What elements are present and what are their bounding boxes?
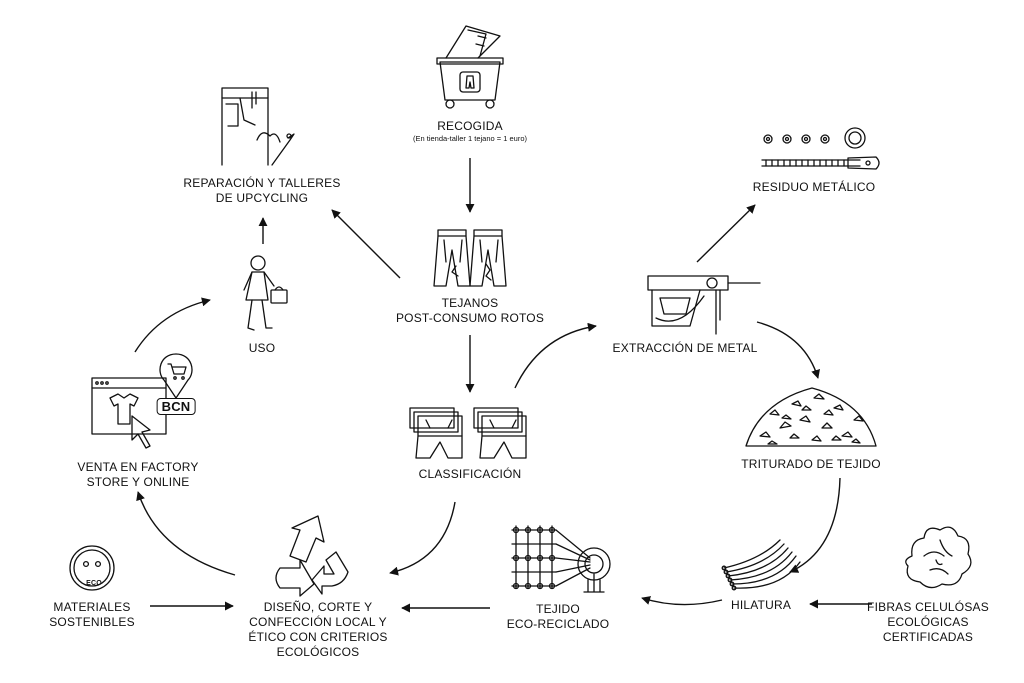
- venta-line-1: VENTA EN FACTORY: [77, 460, 199, 474]
- reparacion-line-2: DE UPCYCLING: [215, 191, 309, 205]
- diseno-line-2: CONFECCIÓN LOCAL Y: [249, 615, 387, 629]
- reparacion-line-1: REPARACIÓN Y TALLERES: [183, 176, 341, 190]
- hilatura-line-1: HILATURA: [730, 598, 792, 612]
- jeans-repair-icon: [222, 88, 294, 165]
- fibras-line-3: CERTIFICADAS: [882, 630, 974, 644]
- classificacion-line-1: CLASSIFICACIÓN: [418, 467, 522, 481]
- label-tejido: TEJIDO ECO-RECICLADO: [507, 602, 610, 632]
- diseno-line-4: ECOLÓGICOS: [276, 645, 360, 659]
- extraccion-line-1: EXTRACCIÓN DE METAL: [612, 341, 758, 355]
- fibras-line-2: ECOLÓGICAS: [887, 615, 969, 629]
- label-triturado: TRITURADO DE TEJIDO: [741, 457, 881, 472]
- metal-extraction-icon: [648, 276, 760, 334]
- metal-residue-icon: [762, 128, 879, 169]
- label-hilatura: HILATURA: [731, 598, 791, 613]
- label-tejanos: TEJANOS POST-CONSUMO ROTOS: [396, 296, 544, 326]
- label-classificacion: CLASSIFICACIÓN: [419, 467, 522, 482]
- arrow-classificacion-extraccion: [515, 322, 597, 388]
- tejido-line-2: ECO-RECICLADO: [506, 617, 610, 631]
- arrow-triturado-hilatura: [789, 478, 840, 573]
- label-fibras: FIBRAS CELULÓSAS ECOLÓGICAS CERTIFICADAS: [867, 600, 989, 645]
- label-diseno: DISEÑO, CORTE Y CONFECCIÓN LOCAL Y ÉTICO…: [248, 600, 387, 660]
- tejanos-line-2: POST-CONSUMO ROTOS: [395, 311, 545, 325]
- label-uso: USO: [249, 341, 276, 356]
- arrow-diseno-venta: [136, 491, 235, 575]
- label-materiales: MATERIALES SOSTENIBLES: [49, 600, 135, 630]
- arrow-extraccion-triturado: [757, 322, 820, 379]
- label-venta: VENTA EN FACTORY STORE Y ONLINE: [77, 460, 198, 490]
- tejanos-line-1: TEJANOS: [441, 296, 499, 310]
- triturado-line-1: TRITURADO DE TEJIDO: [741, 457, 881, 471]
- recogida-note: (En tienda-taller 1 tejano = 1 euro): [412, 134, 528, 143]
- recycling-bin-icon: [437, 26, 503, 108]
- eco-button-icon: [70, 546, 114, 590]
- loom-icon: [512, 526, 610, 592]
- tejido-line-1: TEJIDO: [536, 602, 580, 616]
- arrow-tejanos-reparacion: [331, 209, 400, 278]
- label-reparacion: REPARACIÓN Y TALLERES DE UPCYCLING: [183, 176, 340, 206]
- uso-line-1: USO: [248, 341, 276, 355]
- materiales-line-1: MATERIALES: [53, 600, 131, 614]
- arrow-classificacion-diseno: [389, 502, 455, 576]
- eco-badge: ECO: [86, 580, 102, 587]
- recycle-arrows-icon: [276, 516, 348, 596]
- broken-jeans-icon: [434, 230, 506, 286]
- flow-arrows: [135, 158, 872, 613]
- arrow-extraccion-residuo: [697, 204, 756, 262]
- diseno-line-3: ÉTICO CON CRITERIOS: [248, 630, 388, 644]
- bcn-badge: BCN: [156, 398, 196, 415]
- sorted-jeans-icon: [410, 408, 526, 458]
- shopper-icon: [244, 256, 287, 330]
- yarn-spinning-icon: [722, 540, 800, 590]
- fibras-line-1: FIBRAS CELULÓSAS: [867, 600, 989, 614]
- label-extraccion: EXTRACCIÓN DE METAL: [613, 341, 758, 356]
- materiales-line-2: SOSTENIBLES: [49, 615, 135, 629]
- diseno-line-1: DISEÑO, CORTE Y: [263, 600, 373, 614]
- arrow-hilatura-tejido: [641, 596, 722, 605]
- recogida-title: RECOGIDA: [437, 119, 503, 133]
- shredded-fabric-icon: [746, 388, 876, 446]
- cotton-boll-icon: [906, 527, 971, 587]
- arrow-venta-uso: [135, 297, 211, 352]
- residuo-line-1: RESIDUO METÁLICO: [752, 180, 876, 194]
- venta-line-2: STORE Y ONLINE: [86, 475, 190, 489]
- label-residuo: RESIDUO METÁLICO: [753, 180, 876, 195]
- label-recogida: RECOGIDA: [437, 119, 503, 134]
